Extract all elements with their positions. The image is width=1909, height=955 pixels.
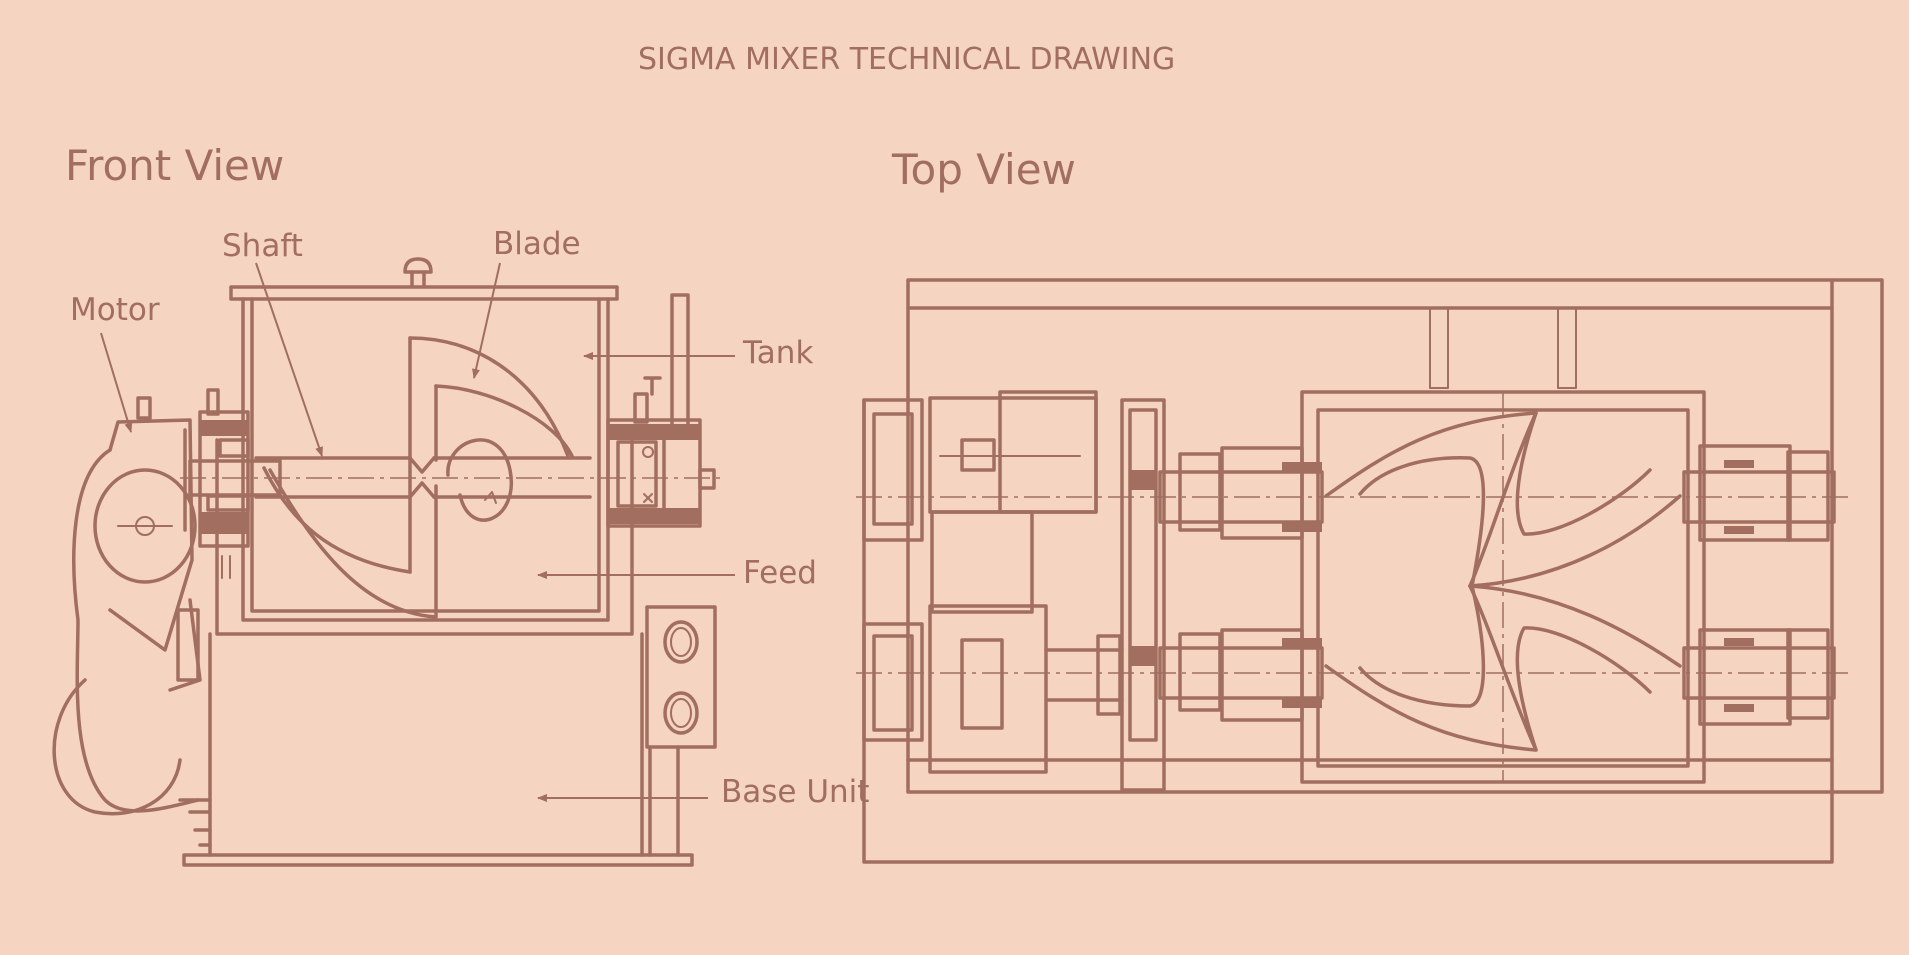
blade-leader bbox=[472, 262, 501, 379]
control-box bbox=[645, 605, 717, 857]
right-bearing-housing bbox=[606, 376, 716, 528]
blade bbox=[262, 336, 574, 619]
tank-label: Tank bbox=[742, 335, 813, 371]
base-unit bbox=[182, 632, 694, 867]
motor-label: Motor bbox=[70, 292, 160, 328]
end-flanges bbox=[862, 398, 924, 742]
front-view-heading: Front View bbox=[65, 141, 284, 190]
drive-motor bbox=[928, 390, 1124, 774]
drawing-title: SIGMA MIXER TECHNICAL DRAWING bbox=[638, 42, 1175, 77]
top-frame bbox=[862, 278, 1884, 864]
gear-plate bbox=[1120, 398, 1166, 792]
front-view-drawing bbox=[52, 257, 720, 867]
top-view-heading: Top View bbox=[891, 145, 1076, 194]
blade-label: Blade bbox=[493, 226, 581, 262]
tank bbox=[215, 257, 690, 636]
shaft-leader bbox=[255, 262, 323, 457]
top-shafts bbox=[856, 470, 1852, 700]
shaft-label: Shaft bbox=[222, 228, 303, 264]
top-view-drawing bbox=[856, 278, 1884, 864]
base-unit-label: Base Unit bbox=[721, 774, 869, 810]
motor-leader bbox=[100, 332, 133, 433]
top-bearings bbox=[1178, 444, 1830, 726]
sigma-blades bbox=[1324, 411, 1682, 752]
left-bearing-housing bbox=[183, 388, 250, 548]
feed-label: Feed bbox=[743, 555, 817, 591]
mixing-trough bbox=[1300, 390, 1706, 784]
motor bbox=[52, 396, 231, 847]
